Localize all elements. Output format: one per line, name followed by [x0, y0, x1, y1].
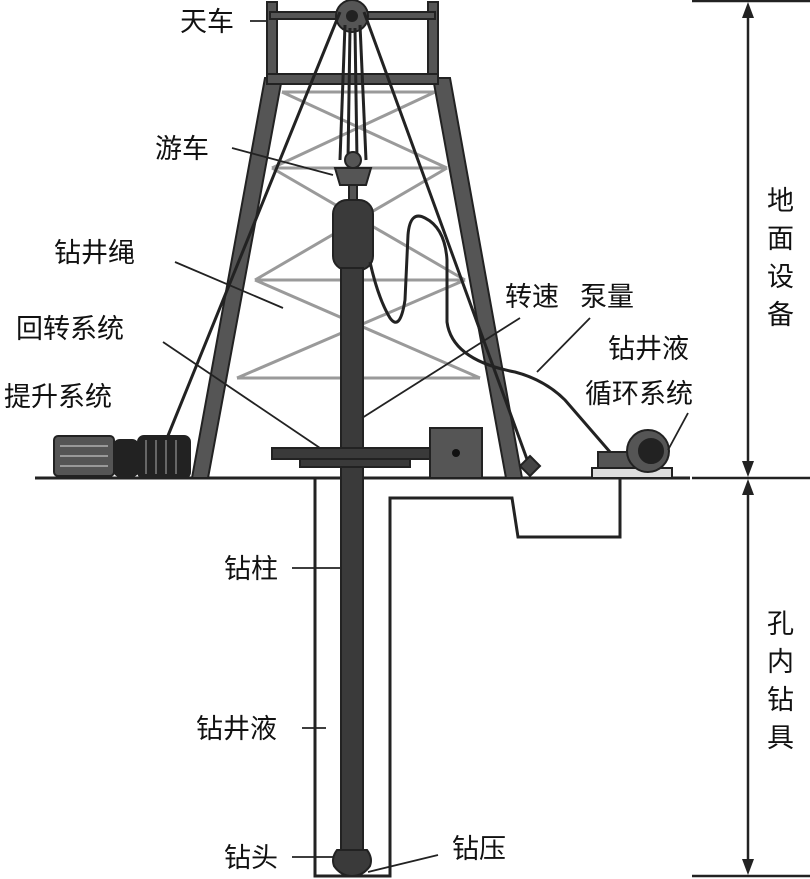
- label-drill-bit: 钻头: [224, 843, 278, 874]
- section-downhole-char-1: 孔: [767, 609, 794, 640]
- section-downhole-char-3: 钻: [767, 685, 794, 716]
- label-drilling-rope: 钻井绳: [54, 238, 135, 269]
- rotary-table: [271, 427, 483, 479]
- leader-lines: [162, 20, 689, 873]
- traveling-block: [333, 151, 373, 201]
- derrick: [190, 1, 524, 479]
- drill-bit: [332, 849, 372, 878]
- label-fluid-circulation-line1: 钻井液: [608, 334, 689, 365]
- surface-label-bg: [763, 175, 799, 345]
- borehole: [313, 478, 622, 878]
- section-surface-char-4: 备: [767, 300, 794, 331]
- dimension-markers: [692, 0, 810, 878]
- label-drilling-fluid: 钻井液: [196, 714, 277, 745]
- section-surface-char-2: 面: [767, 224, 794, 255]
- section-downhole-char-4: 具: [767, 723, 794, 754]
- section-surface-char-3: 设: [767, 262, 794, 293]
- mud-hose: [368, 214, 612, 453]
- crown-block: [335, 0, 369, 33]
- label-fluid-circulation-line2: 循环系统: [585, 379, 693, 410]
- drilling-rope: [161, 11, 530, 463]
- drill-string: [340, 267, 364, 853]
- swivel: [332, 199, 374, 271]
- label-rotation-speed: 转速: [505, 282, 559, 313]
- mud-pump: [591, 429, 673, 479]
- label-traveling-block: 游车: [155, 134, 209, 165]
- section-downhole-char-2: 内: [767, 647, 794, 678]
- hoisting-system: [53, 435, 191, 479]
- section-surface-char-1: 地: [767, 186, 794, 217]
- deadline-anchor: [518, 454, 542, 478]
- label-weight-on-bit: 钻压: [452, 834, 506, 865]
- dimension-arrows: [742, 2, 754, 875]
- label-drill-string: 钻柱: [224, 554, 278, 585]
- label-crown-block: 天车: [180, 7, 234, 38]
- downhole-label-bg: [763, 598, 799, 768]
- label-hoisting-system: 提升系统: [4, 382, 112, 413]
- label-rotary-system: 回转系统: [16, 314, 124, 345]
- label-pump-rate: 泵量: [580, 282, 634, 313]
